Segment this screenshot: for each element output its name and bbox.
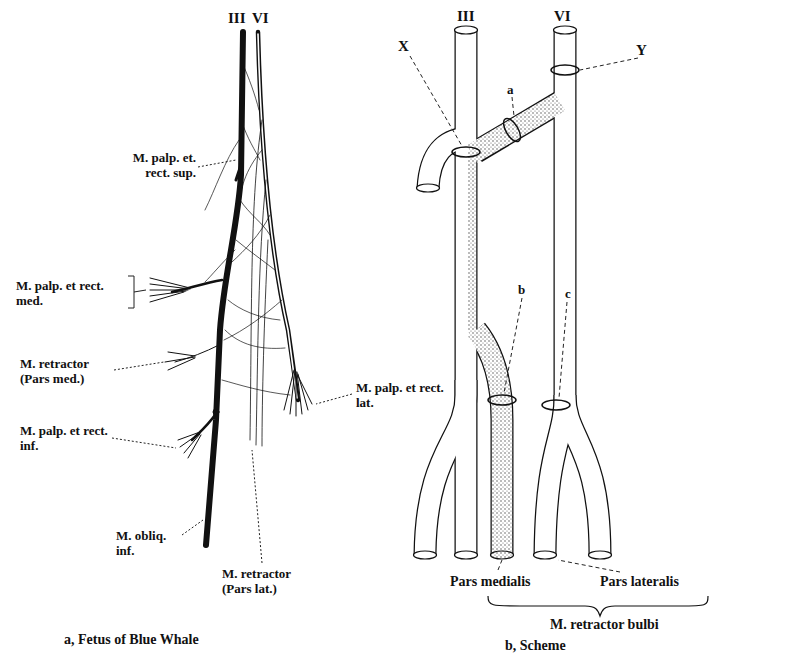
part-label: Pars medialis — [450, 574, 531, 590]
muscle-label: M. retractor bulbi — [550, 617, 659, 633]
nerve-numeral: III — [457, 8, 475, 25]
nerve-numeral: III — [228, 10, 246, 27]
muscle-label: M. palp. et rect. inf. — [20, 423, 112, 453]
ring-letter: b — [518, 282, 525, 297]
muscle-label: M. retractor (Pars lat.) — [222, 566, 322, 596]
ring-letter: c — [565, 286, 571, 301]
ring-letter: X — [398, 38, 409, 55]
nerve-numeral: VI — [252, 10, 269, 27]
part-label: Pars lateralis — [600, 574, 679, 590]
muscle-label: M. palp. et rect. med. — [16, 278, 116, 308]
muscle-label: M. obliq. inf. — [116, 528, 180, 558]
nerve-numeral: VI — [554, 8, 571, 25]
panel-caption: a, Fetus of Blue Whale — [64, 632, 199, 648]
muscle-label: M. retractor (Pars med.) — [20, 356, 112, 386]
ring-letter: a — [507, 82, 514, 97]
ring-letter: Y — [636, 42, 647, 59]
panel-caption: b, Scheme — [505, 638, 566, 654]
muscle-label: M. palp. et. rect. sup. — [108, 150, 196, 180]
muscle-label: M. palp. et rect. lat. — [356, 380, 448, 410]
